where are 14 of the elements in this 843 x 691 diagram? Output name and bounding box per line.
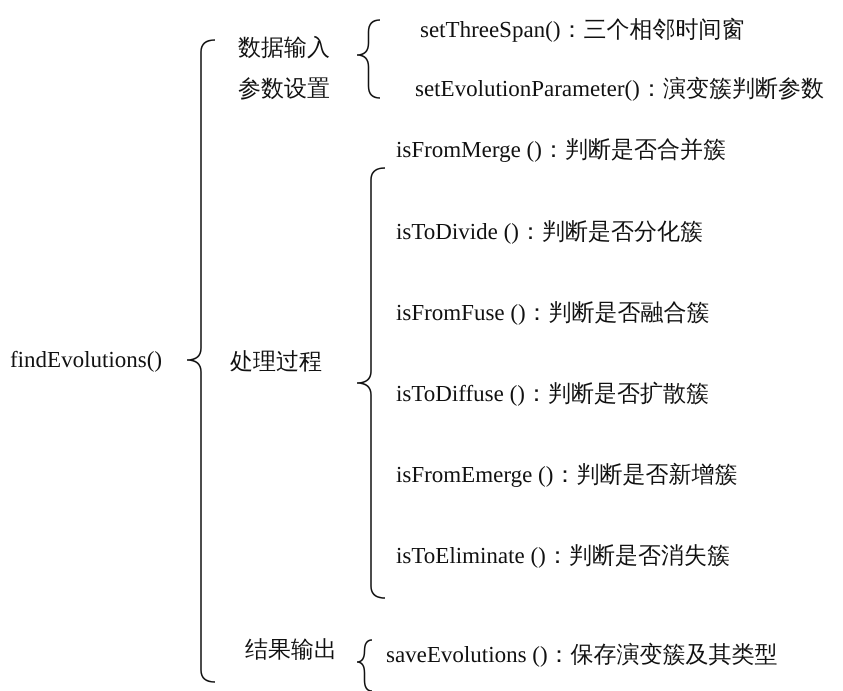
label-text: isFromMerge ()：判断是否合并簇 xyxy=(396,137,726,164)
label-text: 结果输出 xyxy=(245,637,337,664)
label-text: 参数设置 xyxy=(238,76,330,102)
label-text: isToEliminate ()：判断是否消失簇 xyxy=(396,543,730,570)
label-text: findEvolutions() xyxy=(10,347,162,374)
label-text: isFromFuse ()：判断是否融合簇 xyxy=(396,300,710,326)
label-text: saveEvolutions ()：保存演变簇及其类型 xyxy=(386,642,778,668)
label-text: isToDiffuse ()：判断是否扩散簇 xyxy=(396,381,709,408)
label-text: isToDivide ()：判断是否分化簇 xyxy=(396,219,703,246)
label-text: 数据输入 xyxy=(238,35,330,62)
label-text: setThreeSpan()：三个相邻时间窗 xyxy=(420,17,744,44)
label-text: isFromEmerge ()：判断是否新增簇 xyxy=(396,462,738,488)
label-text: 处理过程 xyxy=(230,349,322,376)
label-text: setEvolutionParameter()：演变簇判断参数 xyxy=(415,76,824,102)
